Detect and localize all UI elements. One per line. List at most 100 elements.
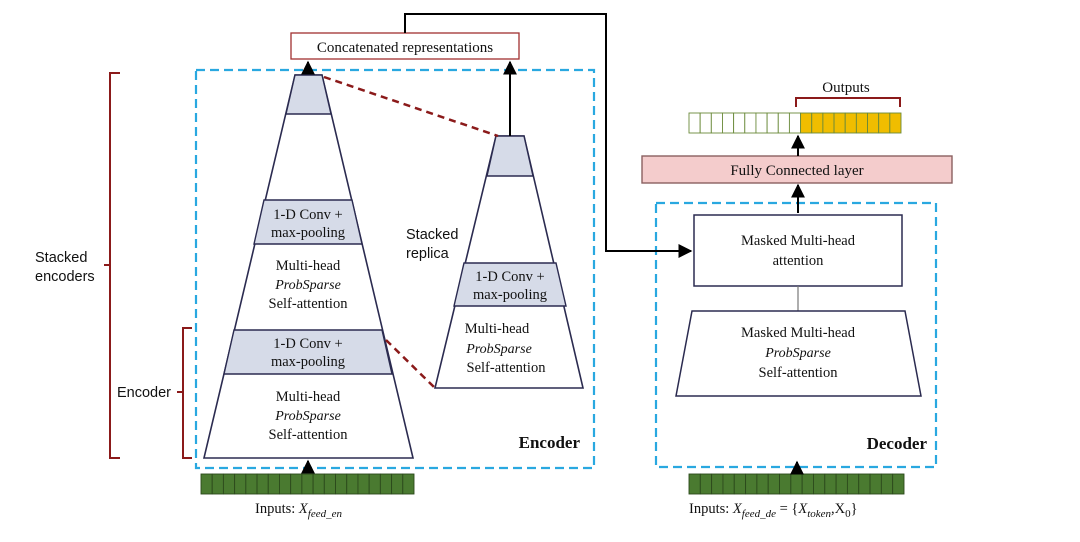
token-cell [391,473,404,495]
encoder-bracket-label: Encoder [117,385,171,401]
stacked-encoders-bracket [104,72,120,459]
token-cell [722,112,735,134]
decoder-input-bar [688,473,905,495]
token-cell [824,473,837,495]
token-cell [234,473,247,495]
token-cell [722,473,735,495]
replica-connector-top [323,75,499,138]
token-cell [880,473,894,495]
token-cell [855,112,868,134]
token-cell [788,112,802,134]
token-cell [733,473,747,495]
conv-block-upper [253,199,363,245]
token-cell [699,112,712,134]
conv-block-lower [223,329,393,375]
encoder-top-block [285,74,332,115]
stacked-encoders-label-1: Stacked [35,250,87,266]
attn-upper-line1: Multi-head [276,258,341,274]
token-cell [755,112,768,134]
token-cell [801,473,814,495]
encoder-input-bar [200,473,415,495]
token-cell [844,112,857,134]
token-cell [835,473,848,495]
masked-attention-box [693,214,903,287]
token-cell [777,112,790,134]
token-cell [878,112,891,134]
token-cell [211,473,224,495]
token-cell [766,112,779,134]
encoder-bracket [177,327,192,459]
attn-lower-line1: Multi-head [276,389,341,405]
outputs-label: Outputs [822,80,870,96]
replica-top-block [486,135,534,177]
replica-conv-line2: max-pooling [473,287,547,303]
encoder-input-label: Inputs: Xfeed_en [255,501,342,520]
encoder-dashed-box [194,68,596,470]
conv-upper-line2: max-pooling [271,225,345,241]
masked-sparse-line2: ProbSparse [764,346,831,361]
token-cell [767,473,780,495]
token-cell [867,112,880,134]
masked-attn-line1: Masked Multi-head [741,233,856,249]
token-cell [846,473,860,495]
token-cell [335,473,348,495]
token-cell [822,112,835,134]
token-cell [379,473,393,495]
token-cell [290,473,303,495]
token-cell [688,112,701,134]
conv-lower-line2: max-pooling [271,354,345,370]
replica-attn-line3: Self-attention [467,360,547,376]
token-cell [833,112,846,134]
fc-layer-box [641,155,953,184]
attn-lower-line2: ProbSparse [274,409,341,424]
outputs-bracket [795,97,901,107]
token-cell [813,473,826,495]
token-cell [745,473,758,495]
stacked-replica-label-2: replica [406,246,450,262]
token-cell [811,112,824,134]
token-cell [869,473,882,495]
token-cell [267,473,280,495]
output-sequence [688,112,902,134]
attn-lower-line3: Self-attention [269,427,349,443]
token-cell [346,473,359,495]
token-cell [279,473,292,495]
attn-upper-line2: ProbSparse [274,278,341,293]
decoder-dashed-box [654,201,938,469]
arrow-concat-to-decoder [404,13,693,258]
token-cell [312,473,325,495]
masked-sparse-line1: Masked Multi-head [741,325,856,341]
token-cell [790,473,803,495]
token-cell [779,473,792,495]
token-cell [245,473,258,495]
conv-upper-line1: 1-D Conv + [273,207,342,223]
token-cell [800,112,813,134]
token-cell [711,473,724,495]
token-cell [256,473,269,495]
token-cell [744,112,757,134]
decoder-input-label: Inputs: Xfeed_de = {Xtoken,X0} [689,501,858,520]
fc-layer-label: Fully Connected layer [730,163,863,179]
token-cell [200,473,213,495]
token-cell [301,473,314,495]
replica-conv-block [453,262,567,307]
token-cell [699,473,713,495]
token-cell [858,473,871,495]
replica-attn-line1: Multi-head [465,321,530,337]
conv-lower-line1: 1-D Conv + [273,336,342,352]
token-cell [368,473,381,495]
token-cell [222,473,236,495]
stacked-replica-label-1: Stacked [406,227,458,243]
decoder-title: Decoder [867,434,928,453]
replica-attn-line2: ProbSparse [465,342,532,357]
token-cell [889,112,902,134]
token-cell [892,473,905,495]
attn-upper-line3: Self-attention [269,296,349,312]
concat-label: Concatenated representations [317,40,493,56]
stacked-encoders-label-2: encoders [35,269,95,285]
token-cell [357,473,370,495]
token-cell [710,112,723,134]
token-cell [402,473,415,495]
